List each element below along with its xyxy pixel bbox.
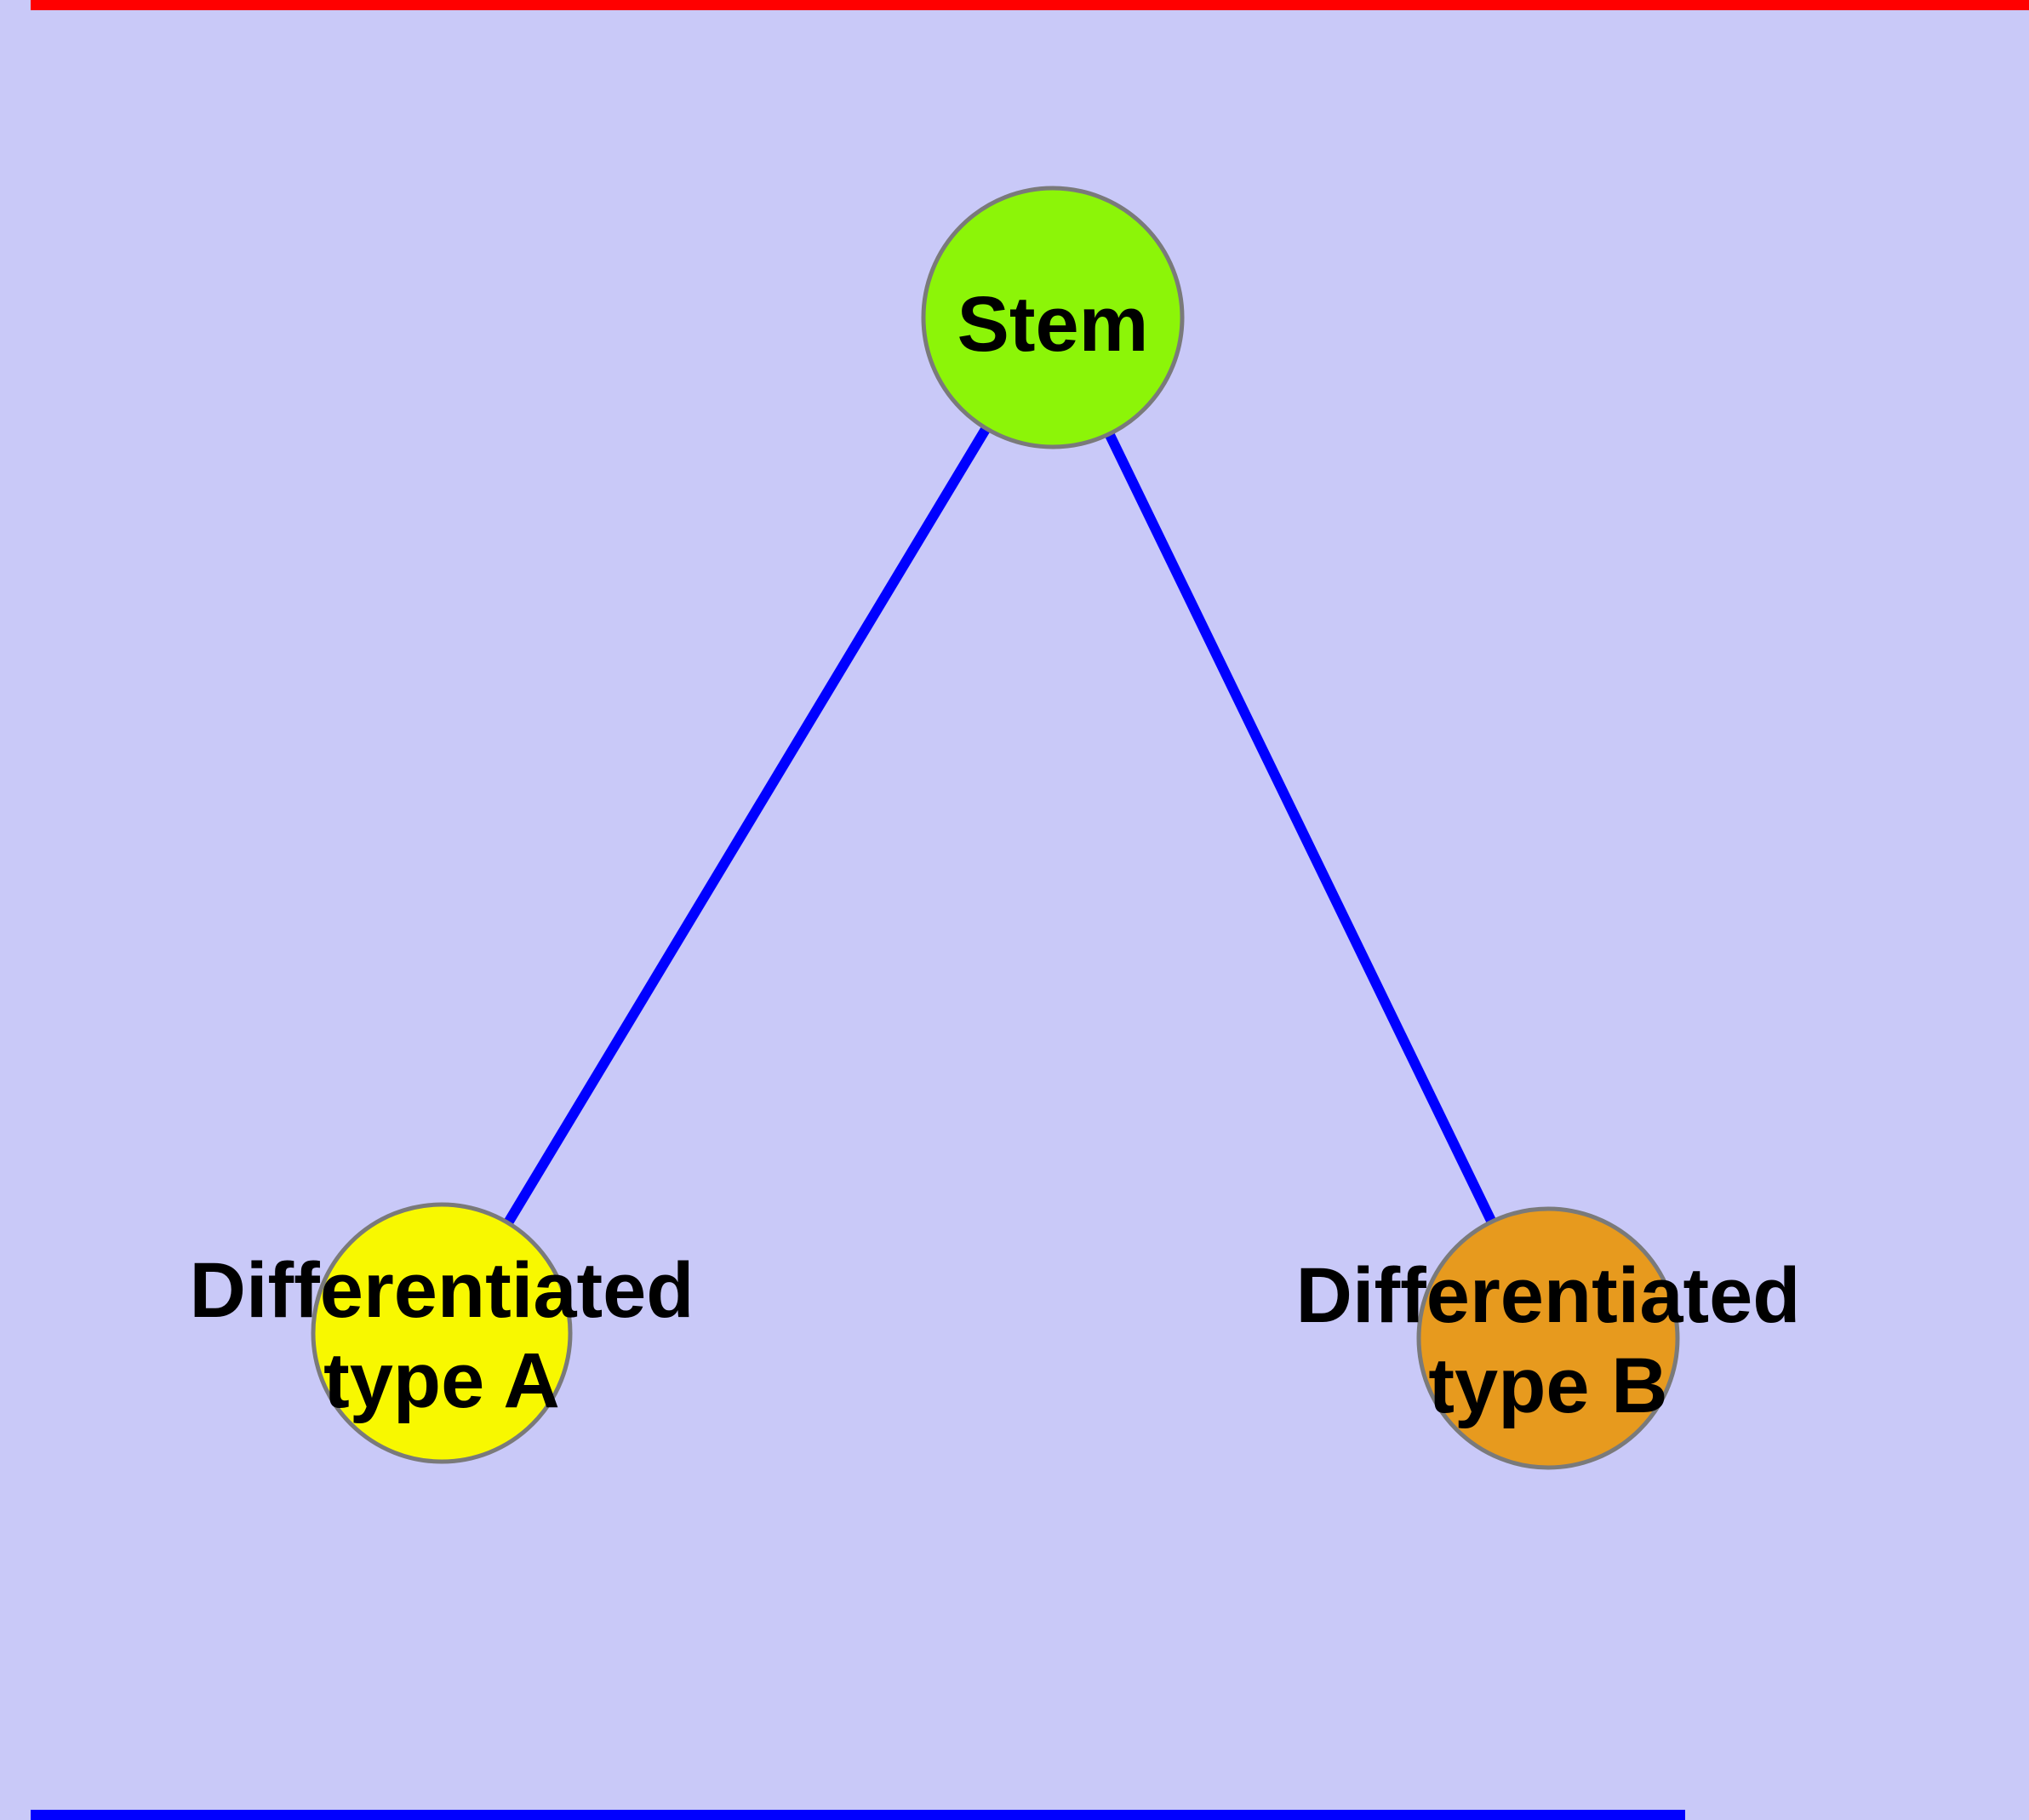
nodes-layer <box>311 186 1680 1470</box>
node-differentiated-type-a <box>311 1202 573 1464</box>
top-red-strip <box>31 0 2029 10</box>
edges-layer <box>437 314 1553 1341</box>
edge-stem-to-differentiated-type-a <box>437 314 1058 1336</box>
bottom-blue-strip <box>31 1810 1685 1820</box>
node-differentiated-type-b <box>1416 1206 1680 1470</box>
node-label-stem: Stem <box>957 281 1149 368</box>
edge-stem-to-differentiated-type-b <box>1048 315 1553 1341</box>
node-stem <box>921 186 1185 449</box>
